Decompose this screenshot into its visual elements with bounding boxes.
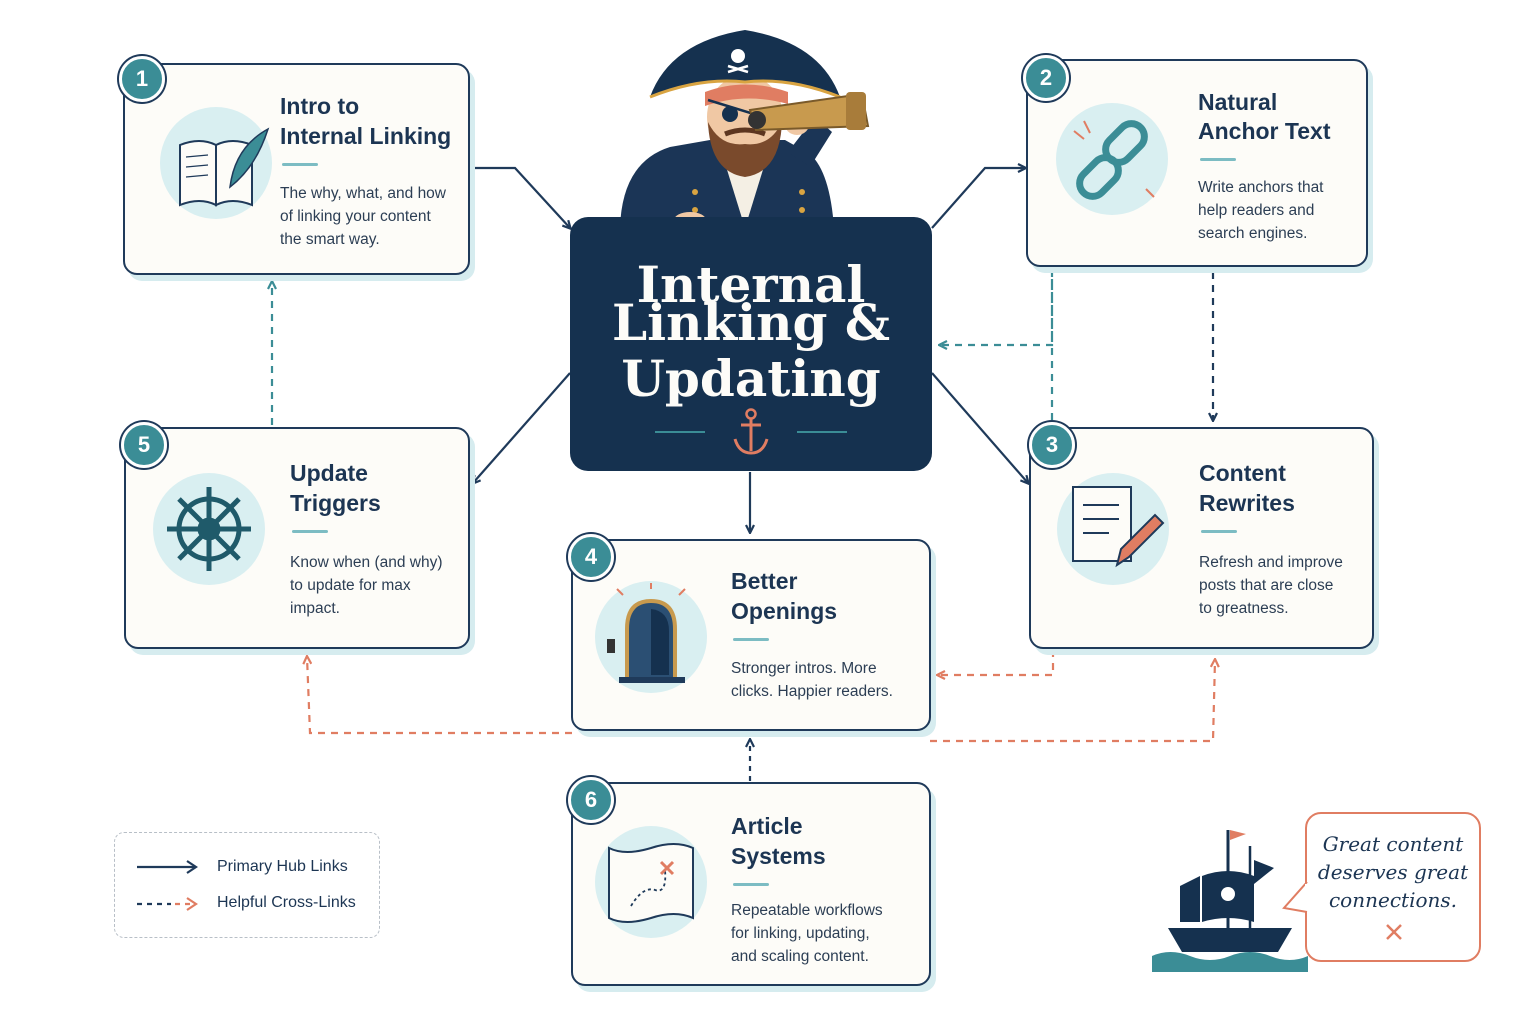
hub-title-line1: Internal [636,255,866,314]
card-content-rewrites[interactable]: Content Rewrites Refresh and improve pos… [1029,427,1374,649]
card-title-line2: Triggers [290,490,381,516]
bubble-line3: connections. [1328,888,1458,912]
card-desc-line3: impact. [290,600,340,617]
number-badge: 4 [568,534,614,580]
cross-card4-to-card3 [930,660,1215,743]
hub-title-line3: Updating [621,349,881,408]
cross-card3-to-card4 [938,650,1055,675]
card-desc-line1: Repeatable workflows [731,902,883,919]
card-intro-internal-linking[interactable]: Intro to Internal Linking The why, what,… [123,63,470,275]
bubble-line1: Great content [1322,832,1464,856]
card-natural-anchor-text[interactable]: Natural Anchor Text Write anchors that h… [1026,59,1368,267]
card-title-line1: Intro to [280,93,360,119]
number-badge: 3 [1029,422,1075,468]
card-divider [1201,530,1237,533]
card-article-systems[interactable]: Article Systems Repeatable workflows for… [571,782,931,986]
cross-card4-to-card5 [307,657,572,735]
hub-box: Internal Linking & Updating [570,217,932,471]
card-title-line2: Systems [731,843,826,869]
card-title-line2: Internal Linking [280,123,452,149]
speech-bubble: Great content deserves great connections… [1305,812,1481,962]
card-title-line2: Rewrites [1199,490,1295,516]
legend-swatches [137,860,198,911]
card-title-line2: Openings [731,598,838,624]
card-divider [292,530,328,533]
card-desc-line1: The why, what, and how [280,185,446,202]
card-better-openings[interactable]: Better Openings Stronger intros. More cl… [571,539,931,731]
ship-wheel-icon [153,473,265,585]
card-divider [733,883,769,886]
card-desc-line3: to greatness. [1199,600,1289,617]
card-divider [1200,158,1236,161]
card-desc-line2: clicks. Happier readers. [731,683,893,700]
card-update-triggers[interactable]: Update Triggers Know when (and why) to u… [124,427,470,649]
legend: Primary Hub Links Helpful Cross-Links [114,832,380,938]
number-badge: 2 [1023,55,1069,101]
pirate-ship-icon [1152,830,1308,972]
number-badge: 5 [121,422,167,468]
open-door-icon [595,581,707,693]
anchor-icon [655,408,847,455]
cross-card3-to-hub [940,265,1054,420]
card-desc-line2: of linking your content [280,208,431,225]
card-desc-line1: Write anchors that [1198,179,1324,196]
card-desc-line2: help readers and [1198,202,1315,219]
card-desc-line1: Know when (and why) [290,554,443,571]
bubble-text: Great content deserves great connections… [1307,830,1479,914]
card-title-line1: Natural [1198,89,1278,115]
card-title-line1: Article [731,813,803,839]
x-mark-icon [1386,924,1402,940]
card-title-line1: Better [731,568,798,594]
book-quill-icon [160,107,272,219]
card-title-line1: Update [290,460,368,486]
hub-title-line2: Linking & [611,293,890,352]
card-desc-line3: search engines. [1198,225,1308,242]
card-divider [282,163,318,166]
card-desc-line2: to update for max [290,577,411,594]
document-pencil-icon [1057,473,1169,585]
pirate-mascot-icon [620,30,870,228]
treasure-map-icon [595,826,707,938]
bubble-line2: deserves great [1317,860,1469,884]
card-divider [733,638,769,641]
card-desc-line2: posts that are close [1199,577,1334,594]
link-card1-to-hub [470,166,570,228]
bubble-tail [1282,881,1309,913]
link-hub-to-card5 [473,372,571,483]
card-title-line1: Content [1199,460,1286,486]
number-badge: 6 [568,777,614,823]
card-title-line2: Anchor Text [1198,118,1331,144]
card-desc-line3: the smart way. [280,231,380,248]
card-desc-line3: and scaling content. [731,948,869,965]
legend-primary-label: Primary Hub Links [217,858,348,875]
link-hub-to-card2 [931,168,1025,229]
number-badge: 1 [119,56,165,102]
card-desc-line2: for linking, updating, [731,925,870,942]
card-desc-line1: Stronger intros. More [731,660,877,677]
chain-link-icon [1056,103,1168,215]
link-hub-to-card3 [931,372,1028,483]
card-desc-line1: Refresh and improve [1199,554,1343,571]
legend-helpful-label: Helpful Cross-Links [217,894,356,911]
